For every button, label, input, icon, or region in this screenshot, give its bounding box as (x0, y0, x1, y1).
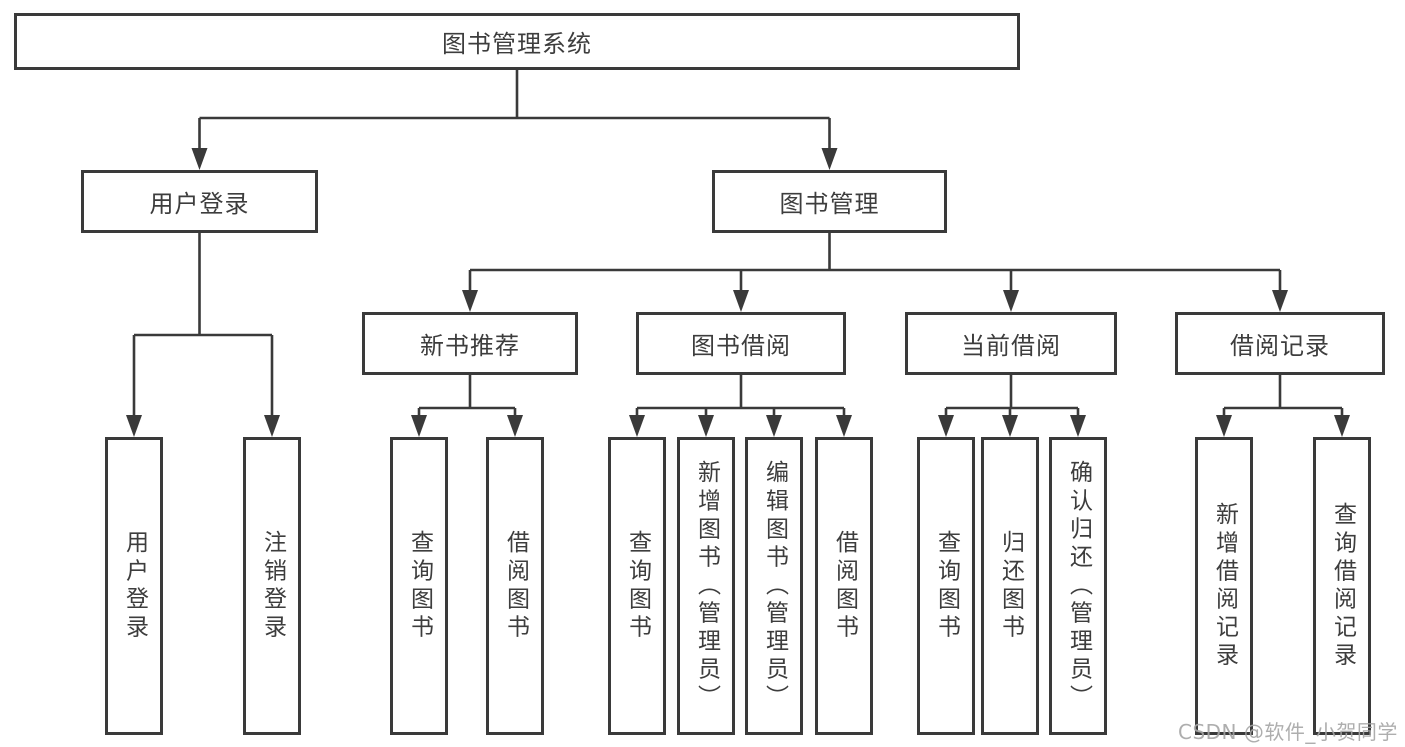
leaf-query-books-borrowing: 查询图书 (608, 437, 666, 735)
node-user-login: 用户登录 (81, 170, 318, 233)
arrow-down-icon (191, 148, 208, 170)
leaf-confirm-return-admin: 确认归还（管理员） (1049, 437, 1107, 735)
arrow-down-icon (836, 415, 852, 437)
arrow-down-icon (126, 415, 142, 437)
arrow-down-icon (264, 415, 280, 437)
arrow-down-icon (938, 415, 954, 437)
arrow-down-icon (1003, 290, 1019, 312)
arrow-down-icon (1216, 415, 1232, 437)
arrow-down-icon (411, 415, 427, 437)
arrow-down-icon (821, 148, 838, 170)
csdn-watermark: CSDN @软件_小贺同学 (1178, 720, 1398, 744)
arrow-down-icon (1070, 415, 1086, 437)
leaf-edit-books-admin: 编辑图书（管理员） (745, 437, 803, 735)
arrow-down-icon (698, 415, 714, 437)
leaf-query-borrow-record: 查询借阅记录 (1313, 437, 1371, 735)
arrow-down-icon (733, 290, 749, 312)
node-borrowing-records: 借阅记录 (1175, 312, 1385, 375)
arrow-down-icon (1002, 415, 1018, 437)
node-current-borrowing: 当前借阅 (905, 312, 1117, 375)
leaf-return-books: 归还图书 (981, 437, 1039, 735)
arrow-down-icon (1334, 415, 1350, 437)
arrow-down-icon (507, 415, 523, 437)
node-book-borrowing: 图书借阅 (636, 312, 846, 375)
leaf-logout: 注销登录 (243, 437, 301, 735)
leaf-borrow-books: 借阅图书 (815, 437, 873, 735)
leaf-user-login: 用户登录 (105, 437, 163, 735)
node-library-management-system: 图书管理系统 (14, 13, 1020, 70)
leaf-query-books-current: 查询图书 (917, 437, 975, 735)
node-new-book-recommendation: 新书推荐 (362, 312, 578, 375)
leaf-add-books-admin: 新增图书（管理员） (677, 437, 735, 735)
arrow-down-icon (629, 415, 645, 437)
node-book-management: 图书管理 (712, 170, 947, 233)
leaf-borrow-books-recommend: 借阅图书 (486, 437, 544, 735)
leaf-add-borrow-record: 新增借阅记录 (1195, 437, 1253, 735)
arrow-down-icon (1272, 290, 1288, 312)
arrow-down-icon (766, 415, 782, 437)
leaf-query-books-recommend: 查询图书 (390, 437, 448, 735)
arrow-down-icon (462, 290, 478, 312)
